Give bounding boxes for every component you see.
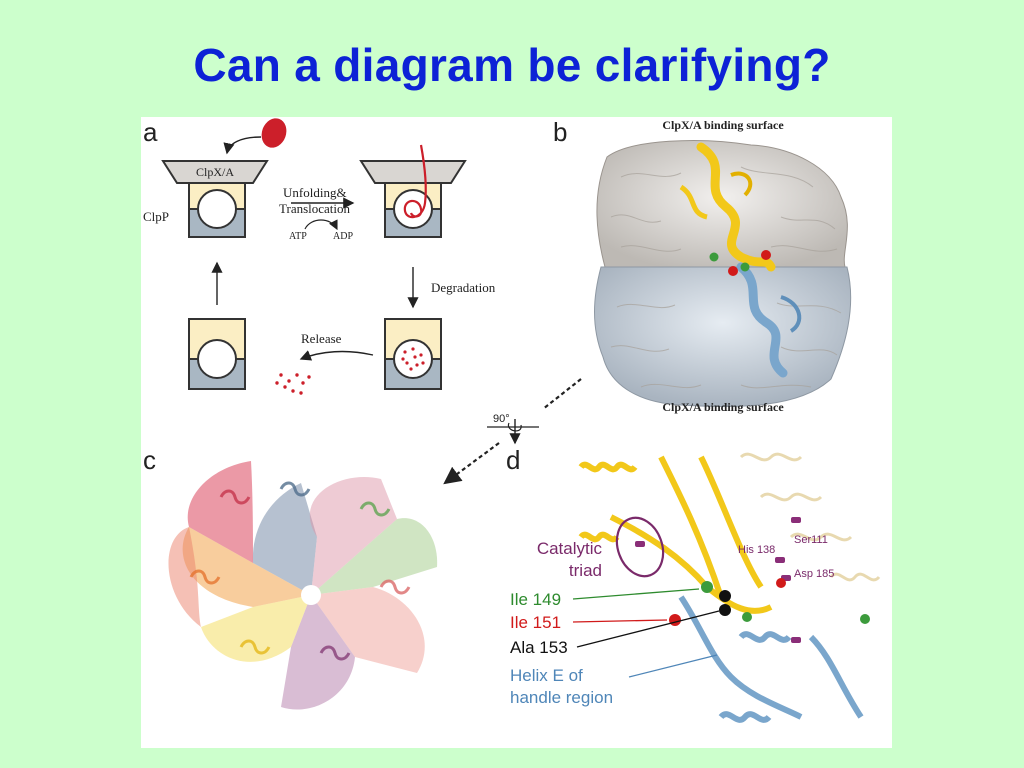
panel-d: d [506,445,881,723]
substrate-binding-arrow [223,136,262,155]
clpp-chamber-translocating [384,182,442,238]
ile149-label: Ile 149 [510,590,561,609]
ala153-label: Ala 153 [510,638,568,657]
chaperone-cap [161,160,269,184]
rotation-indicator: 90° [443,378,582,485]
slide-title: Can a diagram be clarifying? [193,39,831,91]
rotation-label: 90° [493,413,510,425]
panel-a: a ClpX/A ClpP Unfolding& Translocation A… [143,117,496,395]
catalytic-triad-ellipse [615,516,665,578]
rotation-dashed-arrow-lower [443,442,500,485]
helix-e-label-line1: Helix E of [510,666,583,685]
ile151-leader-line [572,619,668,623]
clpp-surface-model [594,140,852,408]
asp185-label: Asp 185 [794,568,834,580]
clpp-heptamer-ring [168,461,438,710]
helix-e-label-line2: handle region [510,688,613,707]
his138-label: His 138 [738,544,775,556]
protease-label: ClpP [143,209,169,224]
release-arrow [299,350,374,361]
chaperone-label: ClpX/A [196,165,234,179]
ile151-residue-marker [669,614,681,626]
helix-e-leader-line [628,654,718,678]
substrate-protein [261,118,287,148]
degradation-label: Degradation [431,280,496,295]
translocation-label: Translocation [279,201,351,216]
ala153-residue-marker [719,590,731,602]
active-site-cartoon [578,452,881,723]
panel-a-letter: a [143,117,158,147]
panel-b: b ClpX/A binding surface [443,117,852,485]
panel-d-letter: d [506,445,520,475]
rotation-dashed-arrow-upper [542,378,582,410]
clpp-figure: a ClpX/A ClpP Unfolding& Translocation A… [141,117,892,748]
catalytic-triad-label-line1: Catalytic [537,539,603,558]
catalytic-triad-label-line2: triad [569,561,602,580]
ile149-leader-line [572,588,700,600]
binding-surface-bottom-label: ClpX/A binding surface [662,400,784,414]
adp-label: ADP [333,231,353,242]
clpp-chamber-loaded [188,182,246,238]
release-label: Release [301,331,342,346]
atp-label: ATP [289,231,307,242]
binding-surface-top-label: ClpX/A binding surface [662,118,784,132]
ala153-leader-line [576,610,720,648]
clpp-chamber-degrading [384,318,442,390]
panel-c: c [143,445,438,710]
panel-b-letter: b [553,117,567,147]
ile149-residue-marker [701,581,713,593]
atp-adp-arc [304,219,338,231]
unfolding-label: Unfolding& [283,185,347,200]
ser111-label: Ser111 [794,534,828,546]
chaperone-cap-translocating [359,160,467,184]
heptamer-central-pore [301,585,321,605]
panel-c-letter: c [143,445,156,475]
released-peptides [275,373,311,395]
ile151-label: Ile 151 [510,613,561,632]
clpp-chamber-empty [188,318,246,390]
unfolded-substrate-chain [403,144,427,219]
